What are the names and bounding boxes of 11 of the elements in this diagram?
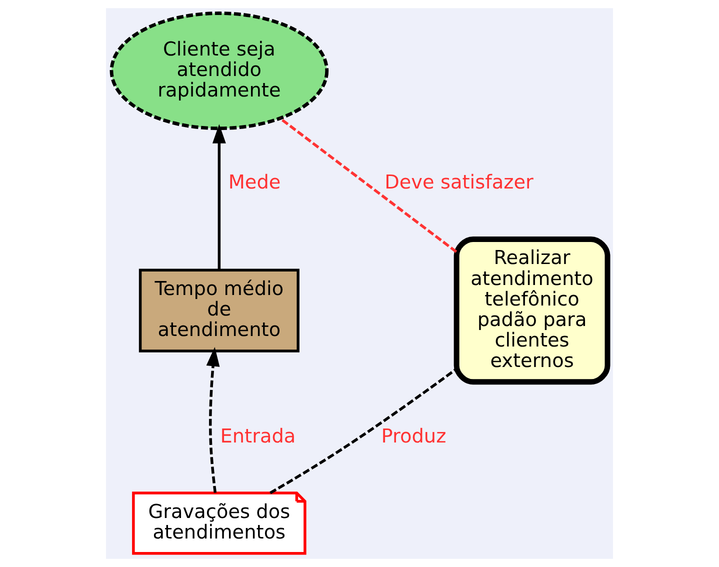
- connector: [270, 368, 458, 494]
- arrow: [206, 347, 220, 493]
- edge-label: Entrada: [220, 424, 296, 448]
- edge-label: Produz: [381, 424, 446, 448]
- connector: [279, 117, 458, 253]
- edge-label: Deve satisfazer: [384, 170, 534, 194]
- node-box: Tempo médio de atendimento: [138, 268, 300, 352]
- edge-label: Mede: [228, 170, 281, 194]
- node-box: Realizar atendimento telefônico padão para clientes externos: [454, 236, 610, 385]
- arrow: [212, 124, 226, 270]
- node-ellipse: Cliente seja atendido rapidamente: [110, 12, 329, 130]
